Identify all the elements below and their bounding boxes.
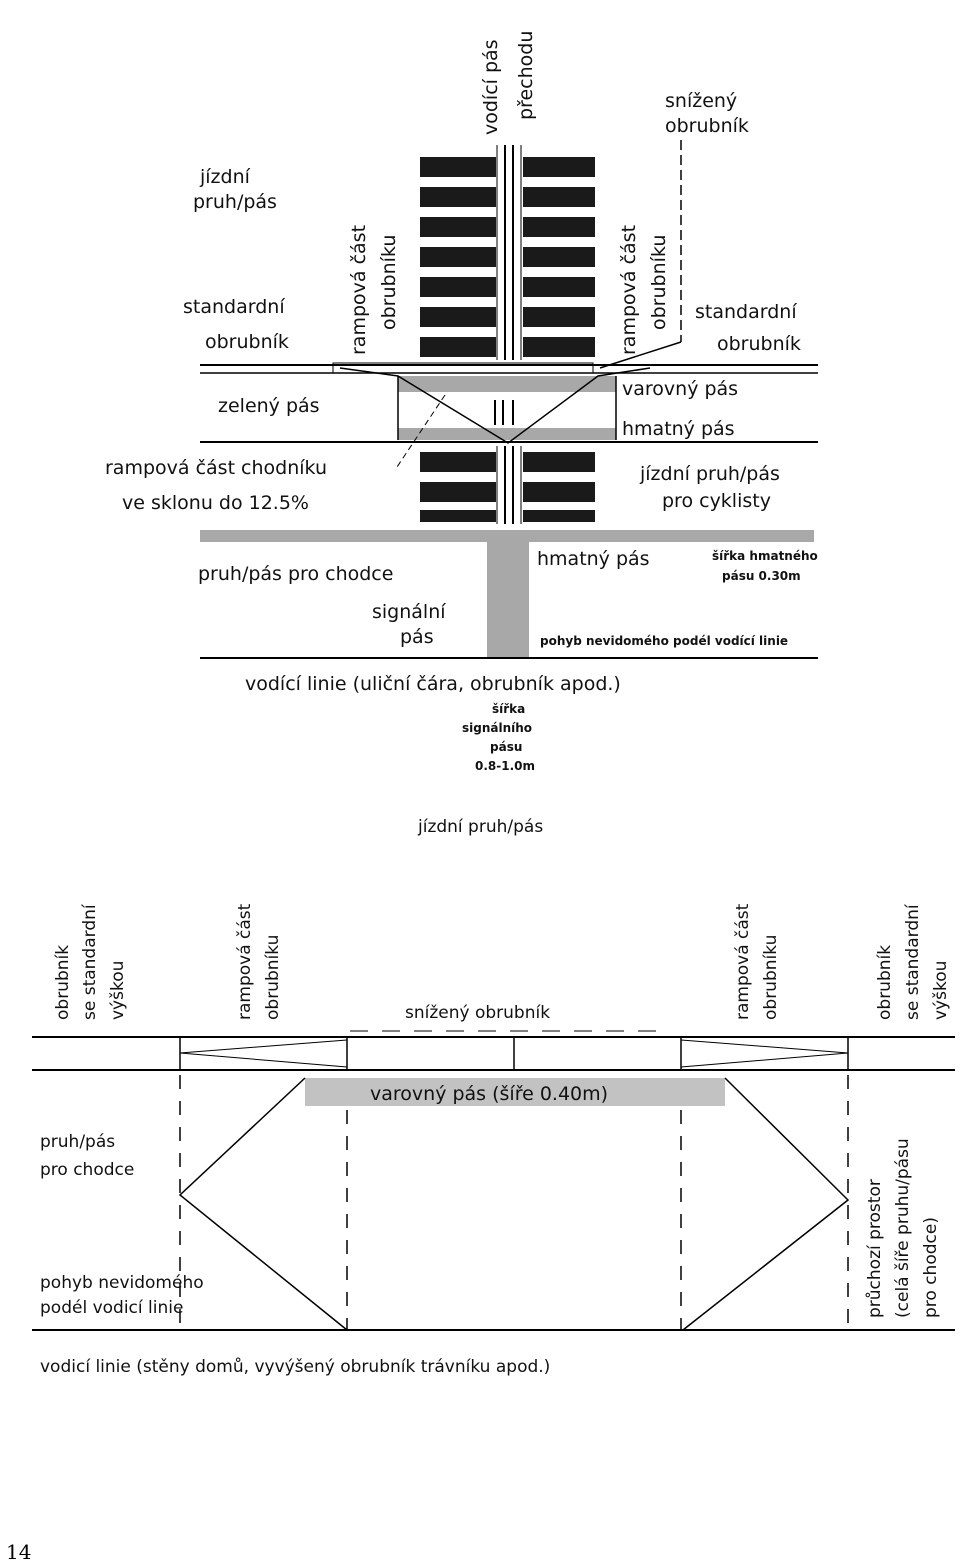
label-snizeny: snížený	[665, 90, 737, 112]
label-obrubniku-left: obrubníku	[378, 235, 400, 330]
zebra-stripes-upper	[420, 157, 595, 357]
label-obrubnik-r2: se standardní	[903, 903, 923, 1020]
label-pruchozi-2: (celá šíře pruhu/pásu	[893, 1138, 913, 1318]
label-pohyb-nevidomeho: pohyb nevidomého podél vodící linie	[540, 634, 788, 648]
label-pro-cyklisty: pro cyklisty	[662, 490, 771, 512]
bottom-diagram: jízdní pruh/pás obrubník se standardní v…	[32, 817, 955, 1377]
label-hmatny-pas-2: hmatný pás	[537, 548, 650, 570]
label-standardni-left: standardní	[183, 296, 285, 318]
label-vodici-linie: vodící linie (uliční čára, obrubník apod…	[245, 673, 621, 695]
label-varovny-bottom: varovný pás (šíře 0.40m)	[370, 1083, 608, 1105]
label-zeleny-pas: zelený pás	[218, 395, 320, 417]
label-obrubnik-right: obrubník	[717, 333, 801, 355]
label-jizdni-cyklisty: jízdní pruh/pás	[639, 463, 780, 485]
label-obrubnik-l1: obrubník	[53, 945, 73, 1020]
label-signalniho: signálního	[462, 721, 532, 735]
label-rampova-br2: obrubníku	[761, 935, 781, 1020]
label-obrubnik-r3: výškou	[931, 961, 951, 1020]
label-pruh-b2: pro chodce	[40, 1160, 134, 1180]
label-pruchozi-1: průchozí prostor	[865, 1179, 885, 1318]
label-08-10m: 0.8-1.0m	[475, 759, 535, 773]
page-number: 14	[6, 1540, 32, 1564]
label-obrubnik-l3: výškou	[108, 961, 128, 1020]
label-signalni: signální	[372, 601, 446, 623]
label-jizdni: jízdní	[199, 166, 251, 188]
label-obrubnik-l2: se standardní	[80, 903, 100, 1020]
label-pasu: pásu	[490, 740, 522, 754]
top-diagram: vodící pás přechodu snížený obrubník jíz…	[105, 31, 818, 773]
label-pruh-chodce: pruh/pás pro chodce	[198, 563, 393, 585]
zebra-stripes-lower	[420, 452, 595, 522]
label-snizeny-obrubnik: obrubník	[665, 115, 749, 137]
label-pohyb-b1: pohyb nevidomého	[40, 1273, 204, 1293]
label-varovny-pas: varovný pás	[622, 378, 738, 400]
label-rampova-br1: rampová část	[733, 903, 753, 1020]
label-rampova-right: rampová část	[618, 225, 640, 355]
label-rampova-left: rampová část	[348, 225, 370, 355]
label-snizeny-bottom: snížený obrubník	[405, 1003, 550, 1023]
label-pasu-030: pásu 0.30m	[722, 569, 801, 583]
label-pruh-b1: pruh/pás	[40, 1132, 115, 1152]
label-obrubnik-left: obrubník	[205, 331, 289, 353]
label-obrubniku-right: obrubníku	[648, 235, 670, 330]
label-rampova-bl1: rampová část	[235, 903, 255, 1020]
label-sklon: ve sklonu do 12.5%	[122, 492, 309, 514]
label-pruh-pas: pruh/pás	[193, 191, 277, 213]
label-vodici-bottom: vodicí linie (stěny domů, vyvýšený obrub…	[40, 1357, 550, 1377]
label-rampova-chodniku: rampová část chodníku	[105, 457, 327, 479]
label-rampova-bl2: obrubníku	[263, 935, 283, 1020]
label-hmatny-pas-1: hmatný pás	[622, 418, 735, 440]
label-obrubnik-r1: obrubník	[875, 945, 895, 1020]
label-signalni-pas: pás	[400, 626, 434, 648]
top-labels: vodící pás přechodu snížený obrubník jíz…	[105, 31, 818, 773]
label-pohyb-b2: podél vodicí linie	[40, 1298, 183, 1318]
label-pruchozi-3: pro chodce)	[921, 1217, 941, 1318]
label-sirka: šířka	[492, 702, 525, 716]
label-sirka-hmatneho: šířka hmatného	[712, 549, 818, 563]
label-jizdni-bottom: jízdní pruh/pás	[417, 817, 543, 837]
label-standardni-right: standardní	[695, 301, 797, 323]
label-vodici-pas: vodící pás	[480, 39, 502, 135]
label-prechodu: přechodu	[515, 31, 537, 120]
